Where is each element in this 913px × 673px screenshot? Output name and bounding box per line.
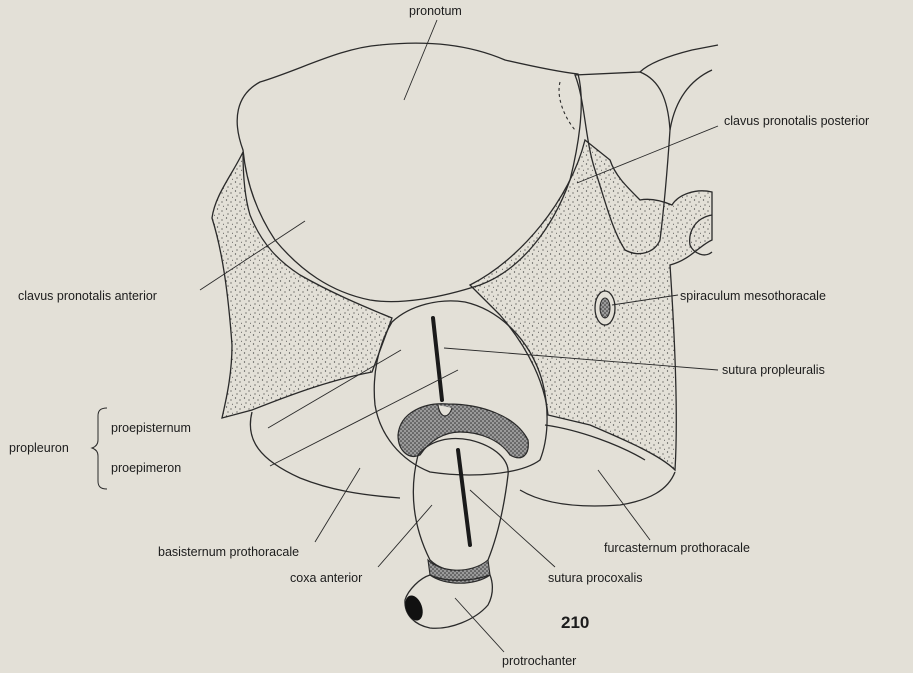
label-furcasternum-prothoracale: furcasternum prothoracale bbox=[604, 541, 750, 555]
posterior-notal-edge bbox=[640, 45, 718, 130]
label-propleuron: propleuron bbox=[9, 441, 69, 455]
sutura-procoxalis-line bbox=[458, 450, 470, 545]
spiracle-inner bbox=[600, 298, 610, 318]
stippled-pleural-left bbox=[212, 152, 392, 418]
leader-sutura-procoxalis bbox=[470, 490, 555, 567]
label-proepisternum: proepisternum bbox=[111, 421, 191, 435]
label-proepimeron: proepimeron bbox=[111, 461, 181, 475]
coxal-ring bbox=[398, 404, 528, 458]
label-pronotum: pronotum bbox=[409, 4, 462, 18]
label-spiraculum-mesothoracale: spiraculum mesothoracale bbox=[680, 289, 826, 303]
label-basisternum-prothoracale: basisternum prothoracale bbox=[158, 545, 299, 559]
label-coxa-anterior: coxa anterior bbox=[290, 571, 362, 585]
label-sutura-propleuralis: sutura propleuralis bbox=[722, 363, 825, 377]
leader-furcasternum bbox=[598, 470, 650, 540]
label-sutura-procoxalis: sutura procoxalis bbox=[548, 571, 643, 585]
leader-coxa bbox=[378, 505, 432, 567]
sutura-propleuralis-line bbox=[433, 318, 442, 400]
propleuron-brace bbox=[92, 408, 107, 489]
leader-protrochanter bbox=[455, 598, 504, 652]
label-protrochanter: protrochanter bbox=[502, 654, 576, 668]
label-clavus-pronotalis-posterior: clavus pronotalis posterior bbox=[724, 114, 869, 128]
figure-number: 210 bbox=[561, 613, 589, 632]
dashed-clavus bbox=[559, 82, 575, 130]
leader-basisternum bbox=[315, 468, 360, 542]
label-clavus-pronotalis-anterior: clavus pronotalis anterior bbox=[18, 289, 157, 303]
leader-pronotum bbox=[404, 20, 437, 100]
